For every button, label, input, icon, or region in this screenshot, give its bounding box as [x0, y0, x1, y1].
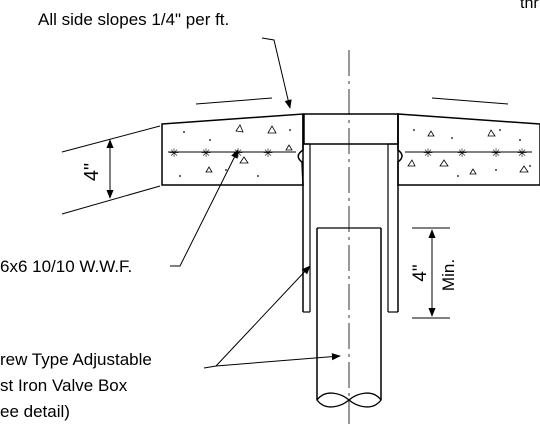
- svg-text:✳: ✳: [457, 146, 467, 160]
- svg-text:✳: ✳: [423, 146, 433, 160]
- valve-box-label-line1: rew Type Adjustable: [0, 350, 152, 369]
- svg-text:✳: ✳: [263, 146, 273, 160]
- valve-box-leader-lower: [215, 353, 341, 367]
- min-depth-suffix: Min.: [439, 259, 458, 291]
- slope-note: All side slopes 1/4" per ft.: [38, 10, 229, 29]
- svg-text:✳: ✳: [491, 146, 501, 160]
- slab-dim-ext-bottom: [61, 185, 161, 215]
- svg-text:✳: ✳: [201, 146, 211, 160]
- valve-box-lid: [303, 113, 399, 145]
- wwf-label: 6x6 10/10 W.W.F.: [0, 257, 132, 276]
- svg-text:✳: ✳: [517, 146, 527, 160]
- concrete-aggregate: [205, 124, 529, 175]
- slope-line-right: [431, 97, 509, 105]
- min-depth-value: 4": [410, 264, 431, 281]
- wwf-ties: ✳✳ ✳✳ ✳✳ ✳✳: [169, 146, 527, 160]
- valve-box-label-line2: st Iron Valve Box: [0, 376, 128, 395]
- wwf-leader: [170, 149, 239, 267]
- shaft-break-line: [316, 392, 382, 408]
- slab-right: [397, 113, 540, 186]
- slope-line-left: [195, 97, 273, 105]
- concrete-dots: [179, 129, 531, 177]
- slab-dim-ext-top: [61, 125, 161, 153]
- valve-box-leader-upper: [203, 265, 311, 369]
- top-right-partial-text: thr: [520, 0, 539, 12]
- slope-leader: [261, 37, 292, 109]
- slab-thickness-label: 4": [81, 163, 103, 181]
- svg-text:✳: ✳: [169, 146, 179, 160]
- valve-box-label-line3: ee detail): [0, 402, 70, 421]
